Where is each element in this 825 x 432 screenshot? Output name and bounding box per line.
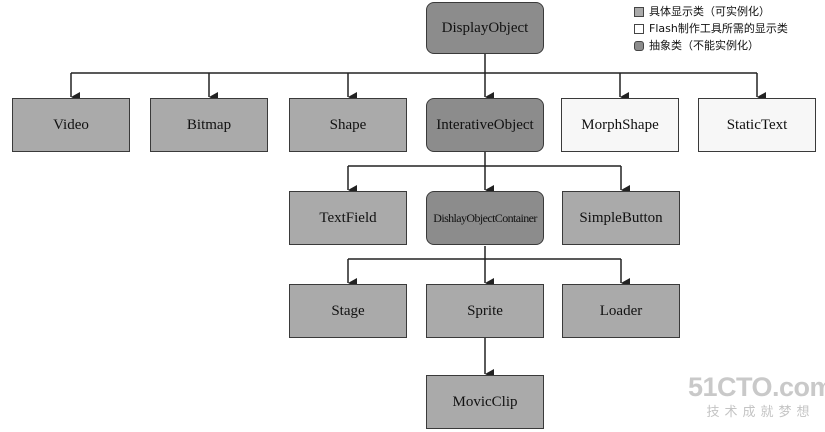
watermark-logo: 51CTO.com: [688, 372, 825, 402]
node-displayobject: DisplayObject: [426, 2, 544, 54]
legend-item-abstract: 抽象类（不能实例化）: [634, 37, 788, 54]
node-bitmap: Bitmap: [150, 98, 268, 152]
abstract-swatch-icon: [634, 40, 644, 51]
node-shape: Shape: [289, 98, 407, 152]
node-video: Video: [12, 98, 130, 152]
watermark: 51CTO.com 技术成就梦想: [688, 372, 825, 420]
watermark-tagline: 技术成就梦想: [706, 404, 815, 419]
flash-swatch-icon: [634, 23, 644, 34]
legend-label: Flash制作工具所需的显示类: [649, 22, 788, 35]
legend-item-concrete: 具体显示类（可实例化）: [634, 3, 788, 20]
legend-item-flash: Flash制作工具所需的显示类: [634, 20, 788, 37]
node-textfield: TextField: [289, 191, 407, 245]
node-sprite: Sprite: [426, 284, 544, 338]
legend-label: 抽象类（不能实例化）: [649, 39, 759, 52]
node-movicclip: MovicClip: [426, 375, 544, 429]
node-loader: Loader: [562, 284, 680, 338]
concrete-swatch-icon: [634, 6, 644, 17]
node-dishlayobjectcontainer: DishlayObjectContainer: [426, 191, 544, 245]
node-simplebutton: SimpleButton: [562, 191, 680, 245]
node-interativeobject: InterativeObject: [426, 98, 544, 152]
node-morphshape: MorphShape: [561, 98, 679, 152]
legend: 具体显示类（可实例化） Flash制作工具所需的显示类 抽象类（不能实例化）: [634, 3, 788, 54]
node-statictext: StaticText: [698, 98, 816, 152]
legend-label: 具体显示类（可实例化）: [649, 5, 770, 18]
node-stage: Stage: [289, 284, 407, 338]
